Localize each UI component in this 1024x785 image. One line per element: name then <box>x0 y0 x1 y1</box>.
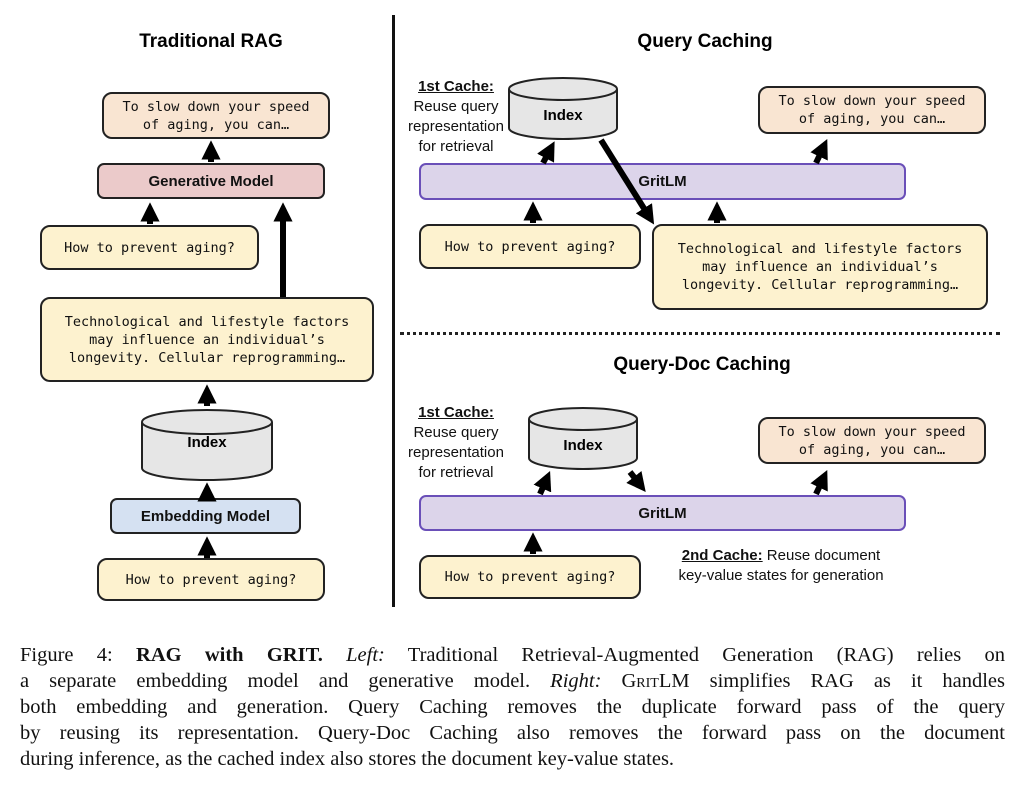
generative-model-box: Generative Model <box>97 163 325 199</box>
gritlm-box: GritLM <box>419 163 906 200</box>
database-icon <box>528 407 638 470</box>
second-cache-desc-2: key-value states for generation <box>678 567 884 584</box>
second-cache-label: 2nd Cache: <box>681 547 763 564</box>
first-cache-desc: Reuse query representation for retrieval <box>408 98 504 155</box>
query-box: How to prevent aging? <box>419 555 641 599</box>
caption-title: RAG with GRIT. <box>136 644 323 666</box>
output-box: To slow down your speed of aging, you ca… <box>758 417 986 464</box>
gritlm-name: GritLM <box>621 670 690 692</box>
arrow-icon <box>810 470 828 496</box>
caption-text: Traditional Retrieval-Augmented Generati… <box>384 644 1006 666</box>
second-cache-desc-1: Reuse document <box>762 547 881 564</box>
query-box: How to prevent aging? <box>419 224 641 269</box>
second-cache-note: 2nd Cache: Reuse document key-value stat… <box>655 546 907 586</box>
arrow-icon <box>598 138 655 225</box>
figure-number: Figure 4: <box>20 644 137 666</box>
output-box: To slow down your speed of aging, you ca… <box>758 86 986 134</box>
caption-line-5: during inference, as the cached index al… <box>20 748 675 770</box>
query-caching-title: Query Caching <box>637 31 773 52</box>
arrow-icon <box>810 139 828 165</box>
index-cylinder: Index <box>527 406 639 472</box>
caption-line-2: a separate embedding model and generativ… <box>20 669 1005 694</box>
index-label: Index <box>563 437 603 454</box>
caption-text: a separate embedding model and generativ… <box>20 670 551 692</box>
first-cache-label: 1st Cache: <box>418 404 494 421</box>
first-cache-desc: Reuse query representation for retrieval <box>408 424 504 481</box>
horizontal-divider <box>400 332 1000 335</box>
query-box: How to prevent aging? <box>40 225 259 270</box>
vertical-divider <box>392 15 395 607</box>
database-icon <box>141 409 273 481</box>
document-box: Technological and lifestyle factors may … <box>652 224 988 310</box>
left-label: Left: <box>346 644 385 666</box>
arrows-layer <box>140 138 828 558</box>
caption-line-1: Figure 4: RAG with GRIT. Left: Tradition… <box>20 643 1005 668</box>
arrow-icon <box>533 470 552 496</box>
bottom-query-box: How to prevent aging? <box>97 558 325 601</box>
index-label: Index <box>187 434 227 451</box>
index-cylinder: Index <box>140 408 274 482</box>
output-box: To slow down your speed of aging, you ca… <box>102 92 330 139</box>
gritlm-box: GritLM <box>419 495 906 531</box>
first-cache-note: 1st Cache: Reuse query representation fo… <box>404 77 508 157</box>
arrow-icon <box>537 141 555 165</box>
traditional-rag-title: Traditional RAG <box>139 31 283 52</box>
caption-text: simplifies RAG as it handles <box>689 670 1006 692</box>
database-icon <box>508 77 618 140</box>
caption-line-4: by reusing its representation. Query-Doc… <box>20 722 1005 744</box>
right-label: Right: <box>550 670 602 692</box>
document-box: Technological and lifestyle factors may … <box>40 297 374 382</box>
index-label: Index <box>543 107 583 124</box>
first-cache-label: 1st Cache: <box>418 78 494 95</box>
arrow-icon <box>626 470 646 493</box>
index-cylinder: Index <box>507 76 619 142</box>
caption-line-3: both embedding and generation. Query Cac… <box>20 696 1005 718</box>
first-cache-note: 1st Cache: Reuse query representation fo… <box>404 403 508 483</box>
query-doc-caching-title: Query-Doc Caching <box>613 354 791 375</box>
